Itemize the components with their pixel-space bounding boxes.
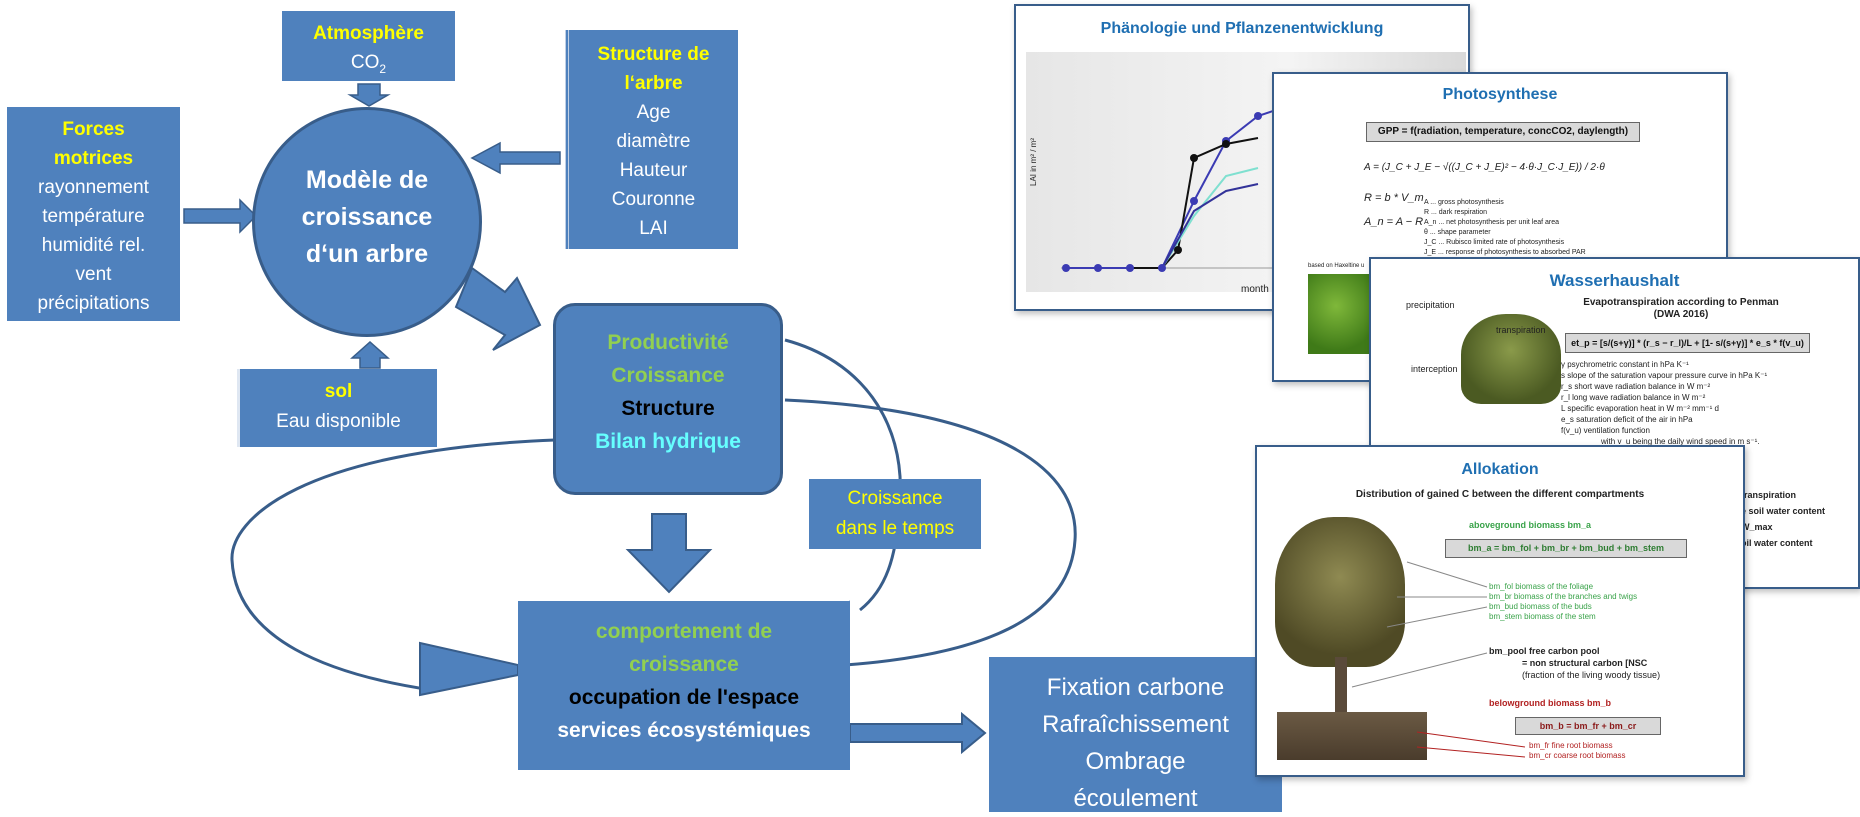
service-item: écoulement (1073, 785, 1198, 812)
atmo-arrow (347, 83, 391, 107)
behavior-line-4: services écosystémiques (557, 719, 811, 742)
allocation-subtitle: Distribution of gained C between the dif… (1355, 489, 1645, 500)
photosynthesis-legend: A ... gross photosynthesis R ... dark re… (1424, 199, 1586, 256)
phenology-series-cyan (1161, 167, 1259, 269)
belowground-label: belowground biomass bm_b (1489, 698, 1612, 708)
atmosphere-title: Atmosphère (313, 23, 424, 44)
structure-item: diamètre (616, 131, 691, 152)
structure-title-2: l‘arbre (624, 73, 683, 94)
water-balance-title: Wasserhaushalt (1549, 271, 1680, 290)
time-growth-line-1: Croissance (847, 488, 943, 509)
structure-item: Hauteur (619, 160, 688, 181)
belowground-formula: bm_b = bm_fr + bm_cr (1515, 717, 1661, 735)
feedback-loop-right (784, 398, 1077, 667)
allocation-leader-lines (1351, 561, 1526, 758)
service-item: Ombrage (1085, 748, 1186, 775)
allocation-tree-image (1275, 517, 1405, 667)
driving-forces-box: Forces motrices rayonnement température … (7, 107, 180, 321)
structure-item: Couronne (611, 189, 696, 210)
structure-arrow (470, 141, 561, 175)
behavior-line-2: croissance (629, 653, 739, 676)
forces-title-2: motrices (53, 148, 134, 169)
penman-subtitle: Evapotranspiration according to Penman (… (1583, 297, 1779, 320)
behavior-line-3: occupation de l'espace (568, 686, 800, 709)
model-line-2: croissance (301, 203, 433, 231)
sol-arrow (350, 340, 390, 369)
belowground-items: bm_fr fine root biomass bm_cr coarse roo… (1529, 741, 1626, 760)
photosynthesis-title: Photosynthese (1442, 86, 1558, 103)
productivity-box: Productivité Croissance Structure Bilan … (553, 303, 783, 495)
photosynthesis-eq-2: R = b * V_m (1364, 192, 1424, 204)
growth-label: Croissance (611, 364, 725, 387)
aboveground-formula: bm_a = bm_fol + bm_br + bm_bud + bm_stem (1445, 539, 1687, 558)
soil-title: sol (324, 381, 353, 402)
phenology-lines (1061, 109, 1277, 272)
phenology-title: Phänologie und Pflanzenentwicklung (1100, 20, 1384, 37)
time-growth-box: Croissance dans le temps (809, 479, 981, 549)
structure-item: LAI (639, 218, 668, 239)
phenology-series-blue (1066, 109, 1277, 269)
water-right-text: transpiration e soil water content W_max… (1741, 490, 1826, 548)
water-balance-panel: Wasserhaushalt precipitation transpirati… (1369, 257, 1860, 589)
forces-item: précipitations (37, 293, 150, 314)
penman-formula: et_p = [s/(s+γ)] * (r_s − r_l)/L + [1- s… (1565, 333, 1810, 353)
photosynthesis-eq-1: A = (J_C + J_E − √((J_C + J_E)² − 4·θ·J_… (1364, 162, 1605, 173)
gpp-formula: GPP = f(radiation, temperature, concCO2,… (1366, 122, 1640, 142)
precipitation-label: precipitation (1406, 300, 1455, 310)
forces-item: rayonnement (38, 177, 149, 198)
productivity-to-behavior-arrow (625, 513, 713, 594)
time-loop (784, 338, 902, 612)
allocation-trunk (1335, 657, 1347, 712)
photosynthesis-note: based on Haxeltine u (1308, 263, 1365, 269)
forces-title-1: Forces (62, 119, 125, 140)
tree-model-circle: Modèle de croissance d‘un arbre (252, 107, 482, 337)
soil-box: sol Eau disponible (237, 369, 437, 447)
allocation-roots-image (1277, 712, 1427, 760)
time-growth-line-2: dans le temps (835, 518, 955, 539)
service-item: Fixation carbone (1046, 674, 1225, 701)
structure-title-1: Structure de (597, 44, 710, 65)
penman-legend: γ psychrometric constant in hPa K⁻¹ s sl… (1561, 360, 1768, 446)
model-line-1: Modèle de (305, 166, 429, 194)
ecosystem-services-box: Fixation carbone Rafraîchissement Ombrag… (989, 657, 1282, 812)
aboveground-items: bm_fol biomass of the foliage bm_br biom… (1489, 582, 1638, 621)
aboveground-label: aboveground biomass bm_a (1469, 520, 1592, 530)
model-to-productivity-arrow (454, 266, 542, 351)
behavior-to-services-arrow (849, 711, 987, 755)
allocation-title: Allokation (1461, 461, 1539, 478)
feedback-loop-ellipse (230, 438, 556, 692)
phenology-xlabel: month (1241, 284, 1269, 295)
photosynthesis-eq-3: A_n = A − R (1364, 216, 1424, 228)
forces-item: humidité rel. (41, 235, 146, 256)
atmosphere-box: Atmosphère CO2 (282, 11, 455, 81)
leaf-photo (1308, 274, 1378, 354)
water-balance-label: Bilan hydrique (595, 430, 741, 453)
structure-label: Structure (621, 397, 715, 420)
water-tree-image (1461, 314, 1561, 404)
growth-behavior-box: comportement de croissance occupation de… (518, 601, 850, 770)
co2-label: CO2 (350, 52, 387, 76)
tree-structure-box: Structure de l‘arbre Age diamètre Hauteu… (565, 30, 738, 249)
model-line-3: d‘un arbre (305, 240, 429, 268)
transpiration-label: transpiration (1496, 325, 1546, 335)
phenology-series-black (1130, 137, 1259, 269)
left-arrow-into-behavior (419, 641, 519, 697)
forces-arrow (183, 198, 258, 234)
soil-subtitle: Eau disponible (276, 411, 401, 432)
productivity-label: Productivité (607, 331, 729, 354)
service-item: Rafraîchissement (1042, 711, 1229, 738)
phenology-series-navy (1161, 183, 1259, 269)
behavior-line-1: comportement de (595, 620, 773, 643)
forces-item: vent (75, 264, 112, 285)
forces-item: température (42, 206, 145, 227)
structure-item: Age (636, 102, 671, 123)
carbon-pool-text: bm_pool free carbon pool = non structura… (1489, 646, 1661, 680)
interception-label: interception (1411, 364, 1458, 374)
allocation-panel: Allokation Distribution of gained C betw… (1255, 445, 1745, 777)
